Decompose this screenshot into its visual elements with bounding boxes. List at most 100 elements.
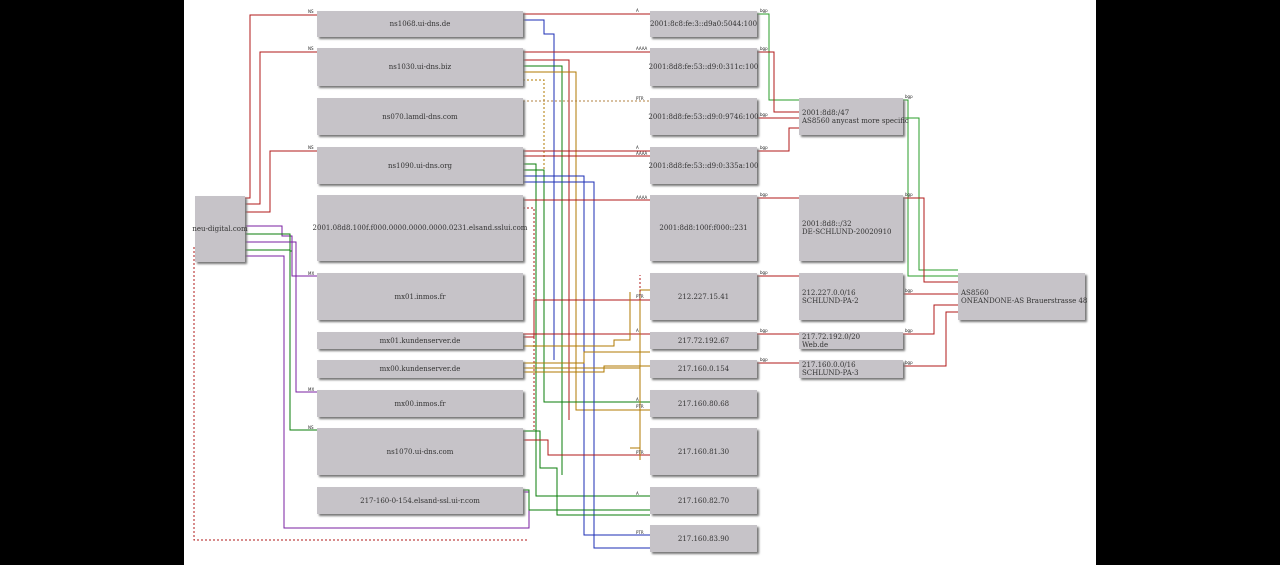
- name-label-n6: mx01.inmos.fr: [394, 292, 446, 301]
- ns-edge-label: NS: [308, 145, 314, 150]
- address-label-a10: 217.160.81.30: [677, 447, 730, 456]
- prefix-node-p5[interactable]: 217.160.0.0/16 SCHLUND-PA-3: [799, 360, 903, 378]
- a-edge-label: A: [636, 328, 639, 333]
- name-label-n7: mx01.kundenserver.de: [379, 336, 461, 345]
- ptr-edge-32: [523, 365, 650, 373]
- address-label-a8: 217.160.0.154: [677, 365, 730, 373]
- prefix-node-p4[interactable]: 217.72.192.0/20 Web.de: [799, 332, 903, 349]
- address-label-a11: 217.160.82.70: [677, 496, 730, 505]
- dns-graph: NSNSNSMXMXNSAAAAAPTRPTRAAAAAAAPTRAAAAAPT…: [193, 8, 958, 549]
- ns-edge-label: NS: [308, 9, 314, 14]
- address-label-a4: 2001:8d8:fe:53::d9:0:335a:100: [648, 161, 759, 170]
- name-node-n1[interactable]: ns1068.ui-dns.de: [317, 11, 523, 37]
- prefix-node-p3[interactable]: 212.227.0.0/16 SCHLUND-PA-2: [799, 273, 903, 320]
- aaaa-edge-22: [523, 175, 650, 536]
- name-node-n4[interactable]: ns1090.ui-dns.org: [317, 147, 523, 184]
- prefix-label-p4: 217.72.192.0/20 Web.de: [802, 332, 861, 349]
- ns-edge-label: NS: [308, 425, 314, 430]
- address-node-a4[interactable]: 2001:8d8:fe:53::d9:0:335a:100: [648, 147, 759, 184]
- address-node-a3[interactable]: 2001:8d8:fe:53::d9:0:9746:100: [648, 98, 759, 135]
- name-label-n1: ns1068.ui-dns.de: [389, 20, 451, 28]
- address-node-a8[interactable]: 217.160.0.154: [650, 360, 757, 378]
- address-node-a12[interactable]: 217.160.83.90: [650, 525, 757, 552]
- source-domain-label: neu-digital.com: [192, 225, 248, 233]
- aaaa-edge-label: AAAA: [636, 151, 648, 156]
- prefix-node-p2[interactable]: 2001:8d8::/32 DE-SCHLUND-20020910: [799, 195, 903, 261]
- name-node-n5[interactable]: 2001.08d8.100f.f000.0000.0000.0000.0231.…: [313, 195, 527, 261]
- bgp-edge-38: [757, 127, 799, 152]
- ptr-edge-label: PTR: [636, 450, 644, 455]
- edge-layer: [193, 13, 958, 549]
- bgp-edge-label: bgp: [760, 192, 768, 197]
- name-label-n11: 217-160-0-154.elsand-ssl.ui-r.com: [360, 496, 480, 505]
- ns-edge-label: NS: [308, 46, 314, 51]
- a-edge-29: [523, 430, 650, 516]
- edge-label-layer: NSNSNSMXMXNSAAAAAPTRPTRAAAAAAAPTRAAAAAPT…: [308, 8, 913, 535]
- name-label-n2: ns1030.ui-dns.biz: [388, 63, 452, 71]
- bgp-edge-47: [903, 304, 958, 335]
- ns-edge-25: [523, 207, 535, 430]
- address-label-a5: 2001:8d8:100f:f000::231: [659, 224, 748, 232]
- ptr-edge-15: [523, 71, 650, 411]
- prefix-label-p5: 217.160.0.0/16 SCHLUND-PA-3: [802, 361, 859, 377]
- asn-node[interactable]: AS8560 ONEANDONE-AS Brauerstrasse 48: [958, 273, 1087, 320]
- address-node-a2[interactable]: 2001:8d8:fe:53::d9:0:311c:100: [648, 48, 759, 86]
- a-edge-14: [523, 65, 563, 475]
- prefix-label-p2: 2001:8d8::/32 DE-SCHLUND-20020910: [802, 220, 892, 236]
- a-edge-label: A: [636, 8, 639, 13]
- name-node-n11[interactable]: 217-160-0-154.elsand-ssl.ui-r.com: [317, 487, 523, 514]
- bgp-edge-44: [903, 117, 958, 271]
- bgp-edge-label: bgp: [760, 8, 768, 13]
- bgp-edge-36: [757, 51, 799, 113]
- address-node-a5[interactable]: 2001:8d8:100f:f000::231: [650, 195, 757, 261]
- a-edge-label: A: [636, 145, 639, 150]
- name-node-n6[interactable]: mx01.inmos.fr: [317, 273, 523, 320]
- source-domain-node[interactable]: neu-digital.com: [192, 196, 248, 262]
- name-node-n10[interactable]: ns1070.ui-dns.com: [317, 428, 523, 475]
- address-label-a9: 217.160.80.68: [677, 399, 730, 408]
- mx-edge-label: MX: [308, 271, 314, 276]
- prefix-label-p1: 2001:8d8:/47 AS8560 anycast more specifi…: [802, 108, 909, 125]
- ptr-edge-label: PTR: [636, 96, 644, 101]
- a-edge-20: [523, 163, 650, 497]
- a-edge-label: A: [636, 491, 639, 496]
- name-label-n3: ns070.lamdl-dns.com: [382, 112, 458, 121]
- name-label-n4: ns1090.ui-dns.org: [387, 161, 453, 170]
- bgp-edge-label: bgp: [905, 288, 913, 293]
- ns-edge-1: [245, 51, 317, 205]
- prefix-node-p1[interactable]: 2001:8d8:/47 AS8560 anycast more specifi…: [799, 98, 909, 135]
- mx-edge-8: [245, 255, 530, 529]
- name-label-n10: ns1070.ui-dns.com: [386, 447, 454, 456]
- address-node-a11[interactable]: 217.160.82.70: [650, 487, 757, 514]
- name-node-n8[interactable]: mx00.kundenserver.de: [317, 360, 523, 378]
- name-label-n8: mx00.kundenserver.de: [379, 365, 461, 373]
- prefix-label-p3: 212.227.0.0/16 SCHLUND-PA-2: [802, 288, 859, 305]
- bgp-edge-label: bgp: [760, 46, 768, 51]
- name-label-n9: mx00.inmos.fr: [394, 399, 446, 408]
- aaaa-edge-label: AAAA: [636, 195, 648, 200]
- name-node-n2[interactable]: ns1030.ui-dns.biz: [317, 48, 523, 86]
- bgp-edge-label: bgp: [760, 270, 768, 275]
- bgp-edge-label: bgp: [905, 360, 913, 365]
- address-label-a12: 217.160.83.90: [677, 534, 730, 543]
- mx-edge-6: [245, 241, 317, 393]
- bgp-edge-45: [903, 197, 958, 283]
- ptr-edge-label: PTR: [636, 294, 644, 299]
- ptr-edge-34: [523, 367, 641, 460]
- ptr-edge-49: [630, 289, 650, 449]
- a-edge-7: [245, 249, 317, 431]
- address-node-a10[interactable]: 217.160.81.30: [650, 428, 757, 475]
- address-node-a9[interactable]: 217.160.80.68: [650, 390, 757, 417]
- address-node-a7[interactable]: 217.72.192.67: [650, 332, 757, 349]
- ptr-edge-28: [523, 351, 650, 364]
- name-node-n9[interactable]: mx00.inmos.fr: [317, 390, 523, 417]
- name-node-n3[interactable]: ns070.lamdl-dns.com: [317, 98, 523, 135]
- a-edge-31: [523, 489, 650, 511]
- address-node-a1[interactable]: 2001:8c8:fe:3::d9a0:5044:100: [650, 11, 757, 37]
- ptr-edge-label: PTR: [636, 530, 644, 535]
- address-node-a6[interactable]: 212.227.15.41: [650, 273, 757, 320]
- ptr-edge-33: [523, 292, 631, 347]
- ptr-edge-label: PTR: [636, 404, 644, 409]
- address-label-a2: 2001:8d8:fe:53::d9:0:311c:100: [648, 63, 759, 71]
- name-node-n7[interactable]: mx01.kundenserver.de: [317, 332, 523, 349]
